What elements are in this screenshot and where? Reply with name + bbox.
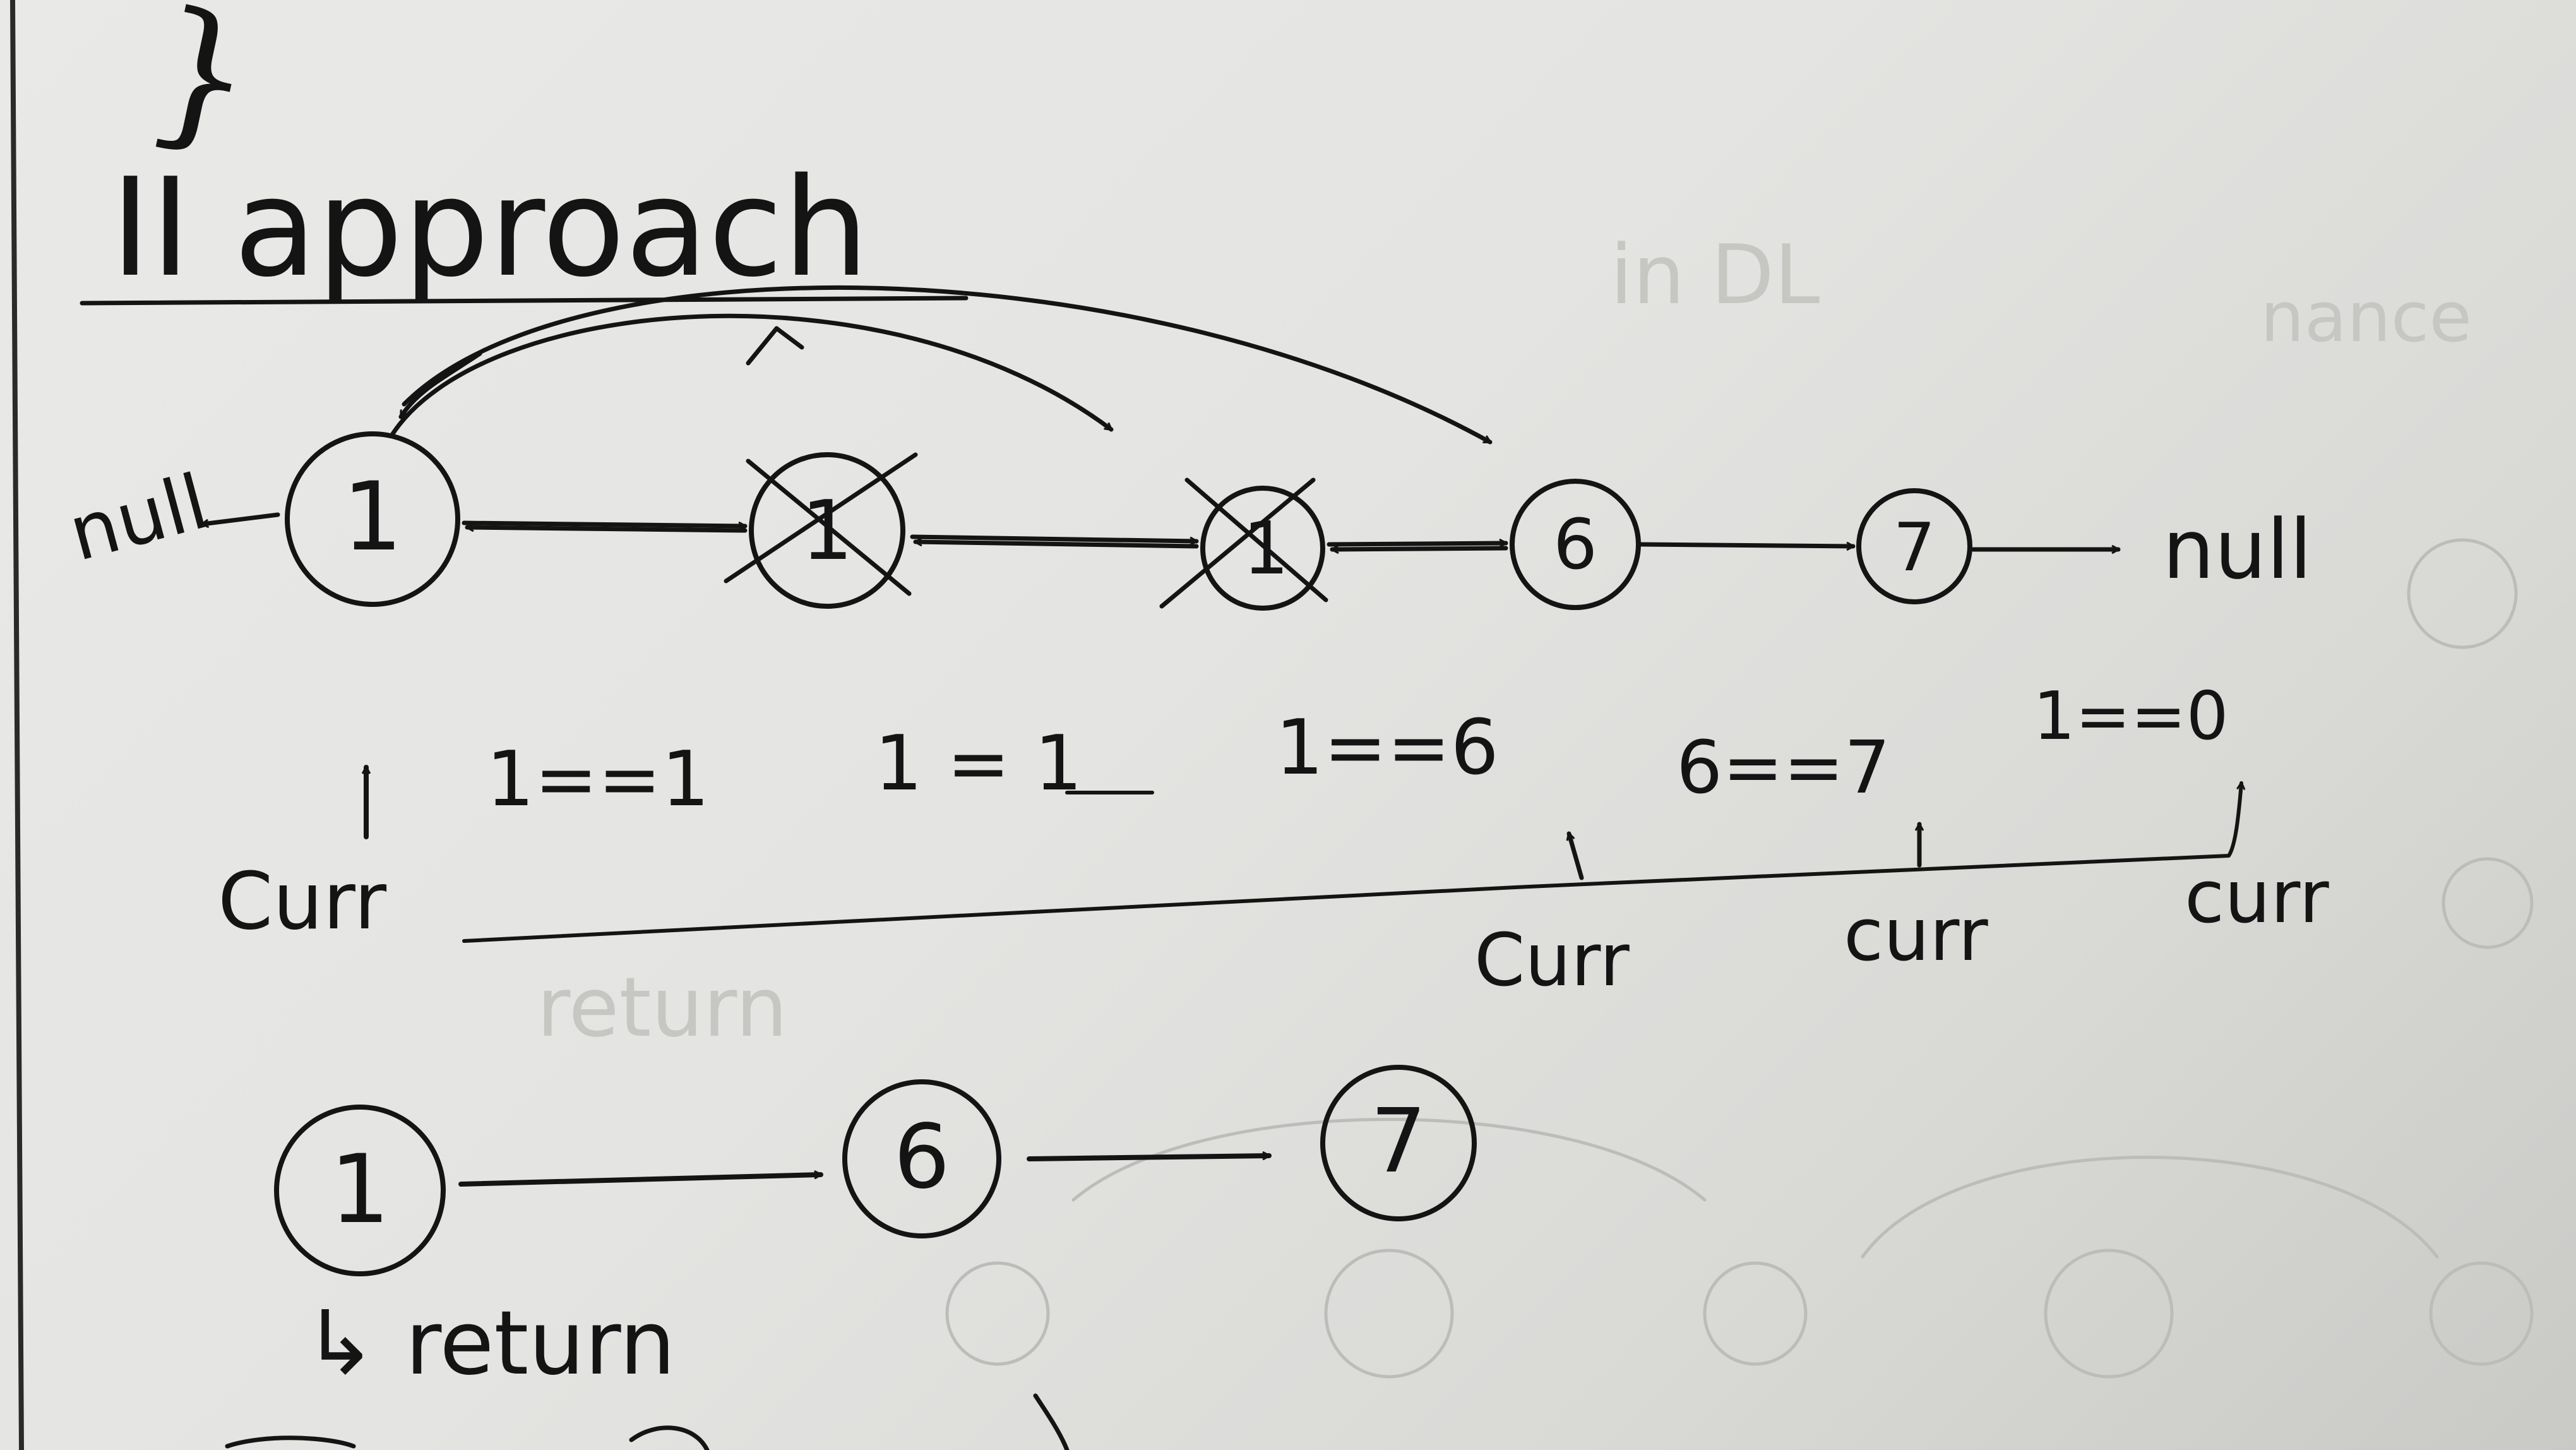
node-value: 1 [330, 1135, 390, 1245]
comparison-label: 6==7 [1676, 726, 1890, 810]
relink-tick [774, 326, 804, 350]
result-link-arrow [458, 1175, 823, 1187]
list-node-4: 6 [1510, 479, 1641, 610]
cut-off-writing [225, 1393, 1070, 1450]
link-arrow [913, 542, 1199, 549]
null-left-arrow [202, 512, 280, 524]
curr-move-line [462, 783, 2241, 943]
null-left-label: null [60, 458, 216, 578]
comparisons: 1==1 1 = 1 1==6 6==7 1==0 [486, 678, 2229, 824]
result-link-arrow [1027, 1156, 1272, 1161]
relink-arrow [389, 313, 1114, 438]
page-margin-line [10, 0, 24, 1450]
comparison-label: 1==0 [2033, 678, 2229, 755]
list-node-3-deleted: 1 [1159, 477, 1328, 611]
bleed-through-marks: in DL nance return [537, 227, 2534, 1379]
relink-arrows [389, 285, 1490, 445]
comparison-label: 1 = 1 [874, 720, 1083, 808]
cross-out-mark [1159, 477, 1316, 609]
node-value: 7 [1893, 509, 1936, 586]
result-node-1: 1 [274, 1105, 446, 1276]
link-arrow [1327, 543, 1508, 544]
link-arrow [1639, 544, 1856, 546]
link-arrow [465, 527, 748, 533]
list-node-2-deleted: 1 [724, 452, 918, 609]
list-node-1: 1 [285, 431, 460, 607]
curr-label: Curr [218, 856, 387, 947]
node-value: 1 [342, 462, 402, 572]
relink-tick [746, 326, 779, 366]
cross-out-mark [746, 458, 912, 596]
title-underline [80, 296, 969, 306]
cross-out-mark [724, 452, 918, 584]
curr-label: Curr [1474, 918, 1630, 1003]
node-value: 1 [801, 482, 854, 578]
null-right-label: null [2162, 501, 2312, 597]
result-list: 1 6 7 ↳ return [274, 1065, 1477, 1395]
relink-arrow [402, 285, 1490, 445]
cross-out-mark [1184, 477, 1328, 602]
list-node-5: 7 [1856, 488, 1972, 604]
curr-label: curr [1844, 893, 1988, 978]
svg-text:nance: nance [2260, 277, 2472, 357]
comparison-label: 1==6 [1275, 704, 1499, 792]
curr-up-arrow [1569, 834, 1584, 880]
svg-text:in DL: in DL [1610, 227, 1820, 323]
link-arrow [462, 520, 748, 526]
node-value: 6 [893, 1106, 950, 1209]
node-value: 6 [1553, 504, 1597, 585]
result-node-3: 7 [1320, 1065, 1477, 1221]
list-links [462, 520, 2121, 549]
section-title: II approach [110, 148, 869, 307]
node-value: 7 [1370, 1090, 1426, 1193]
link-arrow [1330, 548, 1508, 549]
return-label: ↳ return [303, 1292, 676, 1395]
curr-label: curr [2185, 855, 2329, 940]
result-node-2: 6 [842, 1079, 1001, 1238]
comparison-label: 1==1 [486, 736, 710, 824]
curr-pointer-trace: Curr Curr curr curr [218, 765, 2329, 1003]
svg-text:return: return [537, 959, 788, 1055]
link-arrow [910, 534, 1199, 541]
relink-arrow [398, 351, 482, 417]
